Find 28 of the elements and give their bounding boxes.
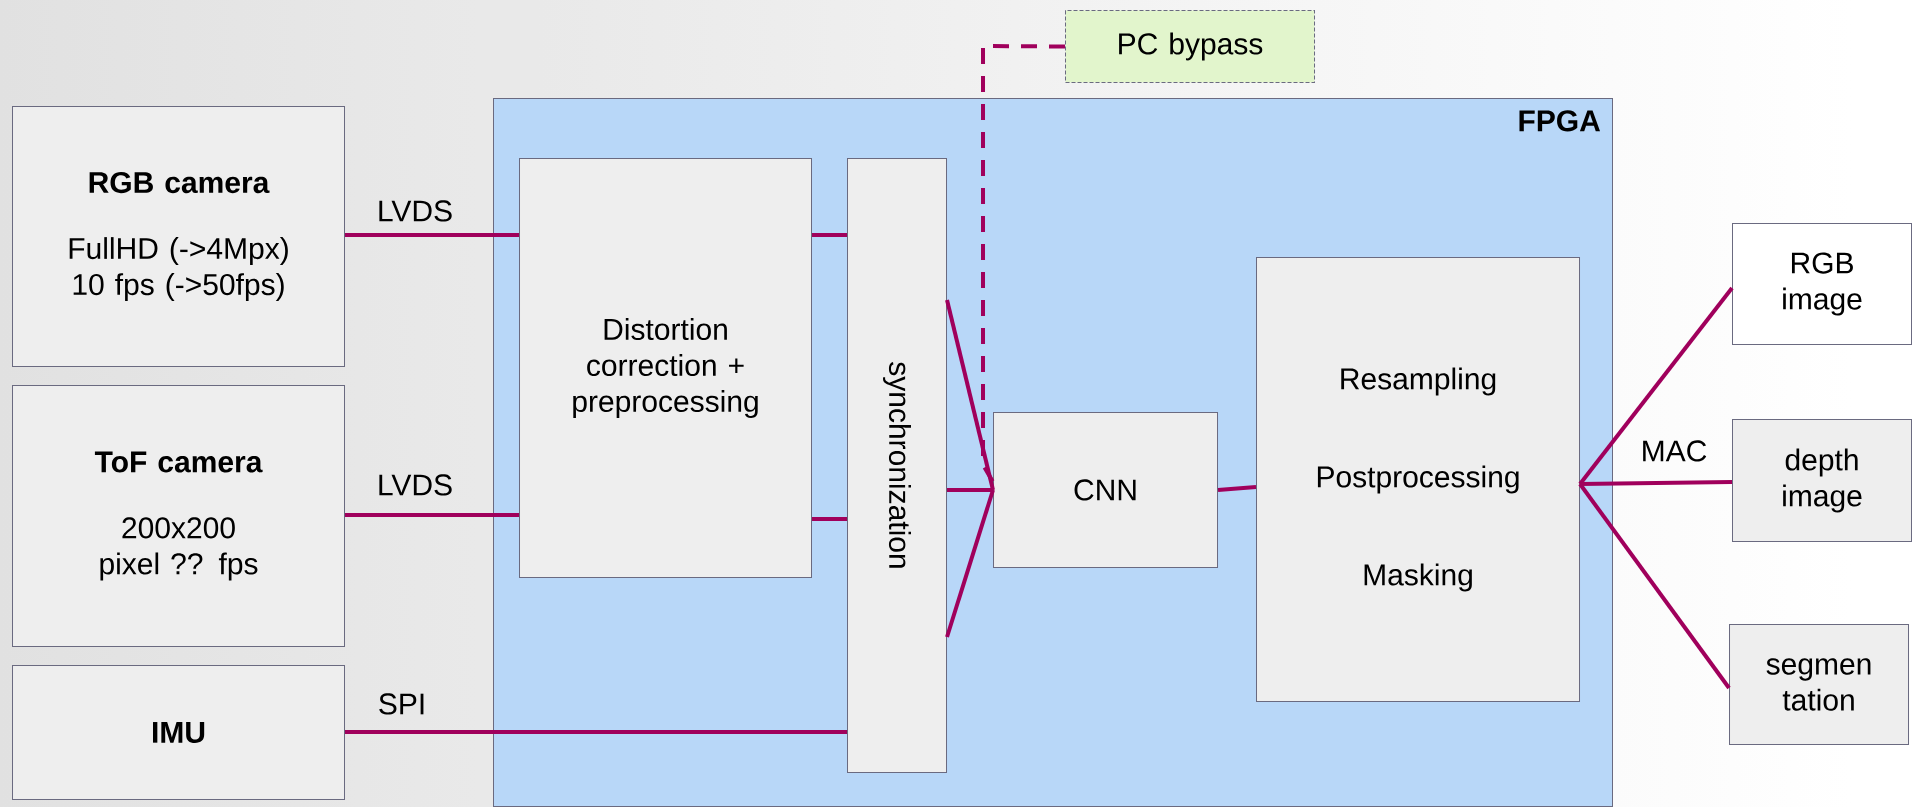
connector-line <box>1578 482 1731 690</box>
connector-line <box>945 489 995 638</box>
output-box: segmen tation <box>1729 624 1909 745</box>
process-box: synchronization <box>847 158 947 773</box>
camera-box: RGB camera FullHD (->4Mpx) 10 fps (->50fps) <box>12 106 345 367</box>
connector-line <box>345 513 519 517</box>
connector-line <box>345 233 519 237</box>
connector-line <box>345 730 847 734</box>
process-box: Resampling Postprocessing Masking <box>1256 257 1580 702</box>
connector-line <box>981 44 1066 483</box>
connector-line <box>1217 485 1257 492</box>
camera-box: ToF camera 200x200 pixel ?? fps <box>12 385 345 647</box>
connector-line <box>1578 286 1734 486</box>
output-box: depth image <box>1732 419 1912 542</box>
connector-line <box>812 233 847 237</box>
output-box: RGB image <box>1732 223 1912 345</box>
process-box: Distortion correction + preprocessing <box>519 158 812 578</box>
edge-label: LVDS <box>379 200 452 222</box>
connector-line <box>1580 480 1733 486</box>
edge-label: SPI <box>379 693 424 715</box>
connector-line <box>945 299 995 491</box>
edge-label: MAC <box>1643 440 1707 462</box>
edge-label: LVDS <box>379 474 452 496</box>
connector-line <box>947 488 993 492</box>
process-box: CNN <box>993 412 1218 568</box>
bypass-box: PC bypass <box>1065 10 1315 83</box>
connector-line <box>812 517 847 521</box>
sensor-box: IMU <box>12 665 345 800</box>
